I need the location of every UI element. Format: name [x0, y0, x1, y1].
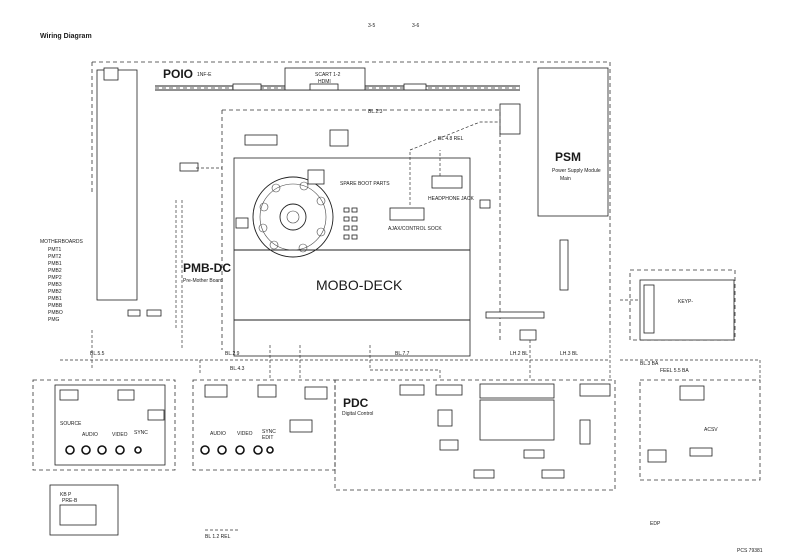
psm-block [537, 67, 609, 217]
acsv-label: ACSV [704, 427, 718, 433]
poio-sub: 1NF-E [197, 72, 212, 78]
wire-label: BL 1.2 REL [205, 534, 231, 540]
pmb-dc-sub: Pre-Mother Board [183, 278, 223, 284]
jack-icon [81, 445, 91, 455]
jack-icon [235, 445, 245, 455]
page-number-right: 3-6 [412, 23, 419, 29]
video-label-2: VIDEO [237, 431, 253, 437]
jack-icon [266, 446, 274, 454]
sync-label-2: SYNC [262, 429, 276, 435]
jack-icon [253, 445, 263, 455]
right-kb-outline [639, 379, 761, 481]
motherboards-list: PMT1 PMT2 PMB1 PMB2 PMP2 PMB3 PMB2 PMB1 … [48, 247, 63, 323]
wire-label: BL.4.3 [230, 366, 245, 372]
kbp-sub: PRE-B [62, 498, 78, 504]
psm-connector-strip [485, 311, 545, 319]
jack-icon [134, 446, 142, 454]
mb-item: PMT1 [48, 247, 62, 253]
edp-label: EDP [650, 521, 661, 527]
right-keypad-block [639, 279, 735, 341]
mb-item: PMB1 [48, 261, 62, 267]
mb-item: PMT2 [48, 254, 62, 260]
ajax-connector [389, 207, 425, 221]
pmb-dc-label: PMB-DC [183, 261, 231, 275]
spare-parts-label: SPARE BOOT PARTS [340, 181, 390, 187]
pmb-dc-outline [221, 109, 501, 350]
poio-connector-4 [499, 103, 521, 135]
page-title: Wiring Diagram [40, 33, 92, 40]
wire-label: FEEL 5.5 BA [660, 368, 689, 374]
jack-icon [97, 445, 107, 455]
headphone-connector [431, 175, 463, 189]
pdc-label: PDC [343, 396, 369, 410]
edit-label: EDIT [262, 435, 273, 441]
wire-label: BL.2.3 [368, 109, 383, 115]
poio-connector-1 [232, 83, 262, 91]
audio-label: AUDIO [82, 432, 98, 438]
scart-label: SCART 1-2 [315, 72, 341, 78]
mb-item: PMB1 [48, 296, 62, 302]
jack-icon [65, 445, 75, 455]
wire-label: LH.3 BL [560, 351, 578, 357]
psm-desc: Main [560, 176, 571, 182]
audio-label-2: AUDIO [210, 431, 226, 437]
pdc-main-connector [479, 383, 555, 399]
jack-icon [217, 445, 227, 455]
poio-connector-2 [309, 83, 339, 91]
right-panel-label: KEYP- [678, 299, 693, 305]
mobo-deck-label: MOBO-DECK [316, 277, 403, 293]
wire-label: BL.2.9 [225, 351, 240, 357]
poio-connector-3 [403, 83, 427, 91]
mb-item: PMB2 [48, 289, 62, 295]
chassis-outline [91, 61, 611, 330]
sync-label: SYNC [134, 430, 148, 436]
jack-icon [200, 445, 210, 455]
scart-sub: HDMI [318, 79, 331, 85]
mb-item: PMB2 [48, 268, 62, 274]
wire-label: BL.5.5 [90, 351, 105, 357]
footer-code: PCS 79381 [737, 548, 763, 554]
right-panel-outline [629, 269, 736, 341]
page-number-left: 3-5 [368, 23, 375, 29]
drum-motor [252, 169, 334, 258]
kbp-label: KB P [60, 492, 72, 498]
jack-icon [115, 445, 125, 455]
source-panel-outline [32, 379, 176, 471]
top-deck-connector [244, 134, 278, 146]
wire-label: LH.2 BL [510, 351, 528, 357]
source-label: SOURCE [60, 421, 82, 427]
headphone-label: HEADPHONE JACK [428, 196, 475, 202]
wire-label: BL 4.8 REL [438, 136, 464, 142]
poio-label: POIO [163, 67, 193, 81]
mb-item: PMP2 [48, 275, 62, 281]
video-label: VIDEO [112, 432, 128, 438]
left-tuner-block [96, 69, 138, 301]
mb-item: PMBO [48, 310, 63, 316]
motherboards-title: MOTHERBOARDS [40, 239, 83, 245]
wires [60, 121, 761, 531]
mb-item: PMG [48, 317, 60, 323]
mb-item: PMBB [48, 303, 63, 309]
spare-parts-grid: SPARE BOOT PARTS [340, 181, 390, 240]
psm-sub: Power Supply Module [552, 168, 601, 174]
mb-item: PMB3 [48, 282, 62, 288]
pdc-sub: Digital Control [342, 411, 373, 417]
ajax-label: AJAX/CONTROL SOCK [388, 226, 442, 232]
wire-label: BL.3 BA [640, 361, 659, 367]
wire-label: BL.7.7 [395, 351, 410, 357]
psm-label: PSM [555, 150, 581, 164]
